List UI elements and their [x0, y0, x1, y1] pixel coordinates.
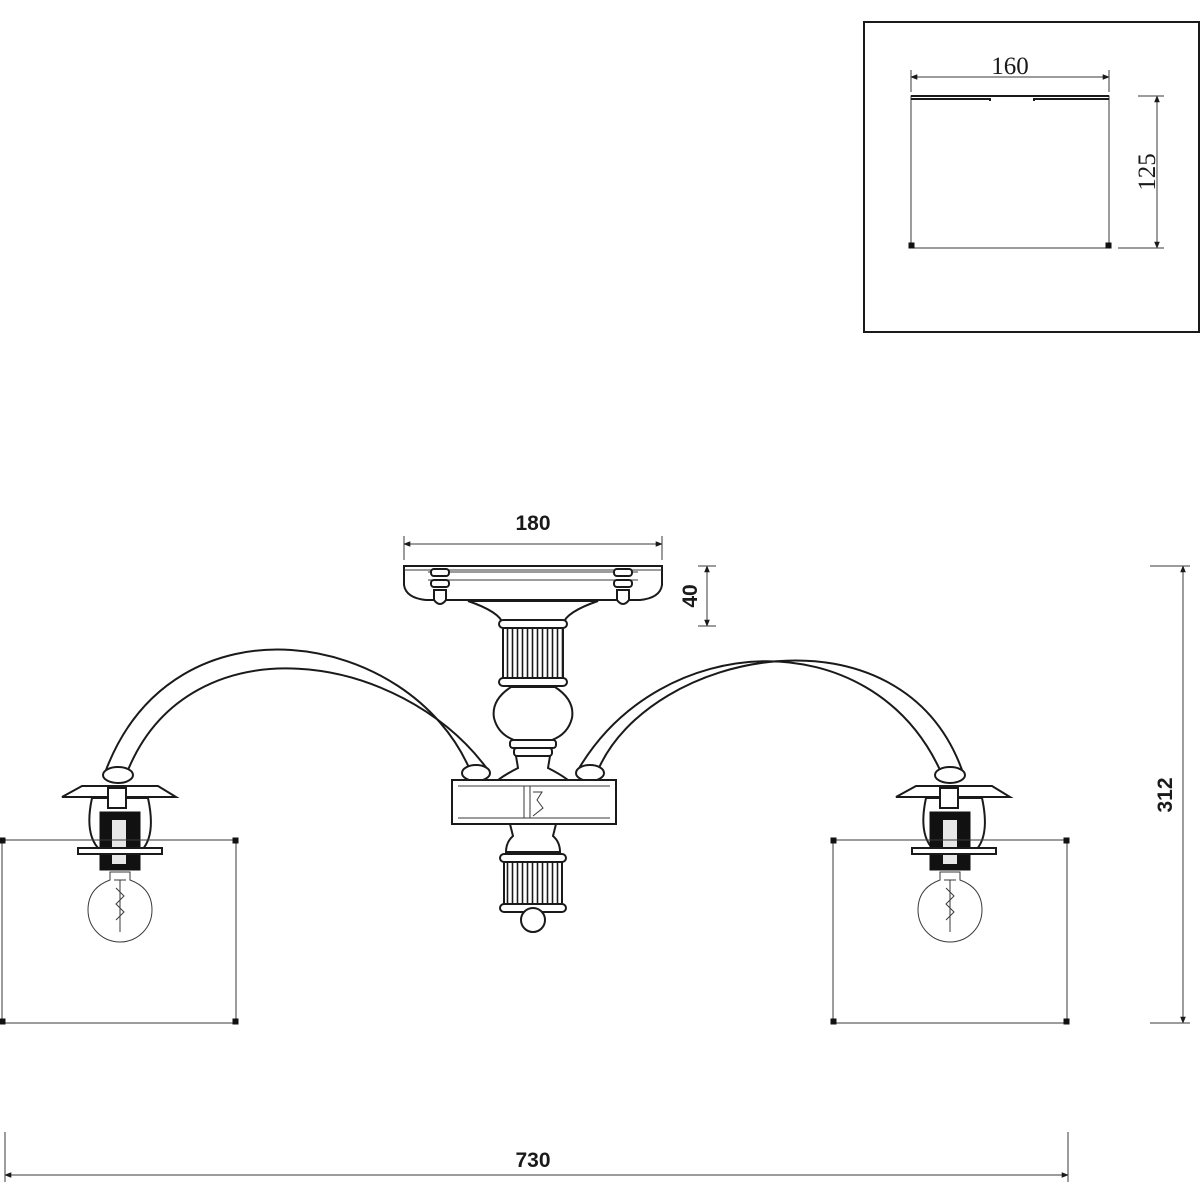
left-arm — [102, 648, 491, 784]
right-shade — [832, 839, 1068, 1024]
shade-height-label: 125 — [1134, 153, 1161, 191]
canopy-height-label: 40 — [679, 584, 702, 607]
left-shade — [1, 839, 237, 1024]
central-hub — [451, 779, 617, 825]
upper-stem — [467, 600, 599, 781]
shade-detail-inset: 160 125 — [863, 21, 1200, 333]
shade-width-label: 160 — [991, 53, 1029, 80]
chandelier-front-view — [0, 565, 1070, 1025]
total-height-label: 312 — [1154, 777, 1177, 812]
canopy-width-dimension: 180 — [403, 512, 663, 560]
lower-finial — [499, 823, 567, 933]
total-width-dimension: 730 — [4, 1132, 1069, 1182]
inset-shade-outline — [910, 95, 1110, 249]
inset-frame — [863, 21, 1200, 333]
ceiling-canopy — [403, 565, 663, 605]
right-lamp — [830, 785, 1070, 1025]
left-bulb — [87, 871, 153, 943]
inset-shade-top-rim — [911, 95, 1109, 101]
total-width-label: 730 — [515, 1149, 550, 1172]
canopy-height-dimension: 40 — [679, 565, 716, 627]
canopy-width-label: 180 — [515, 512, 550, 535]
right-arm — [575, 659, 966, 784]
right-bulb — [917, 871, 983, 943]
left-lamp — [0, 785, 239, 1025]
total-height-dimension: 312 — [1150, 565, 1190, 1024]
